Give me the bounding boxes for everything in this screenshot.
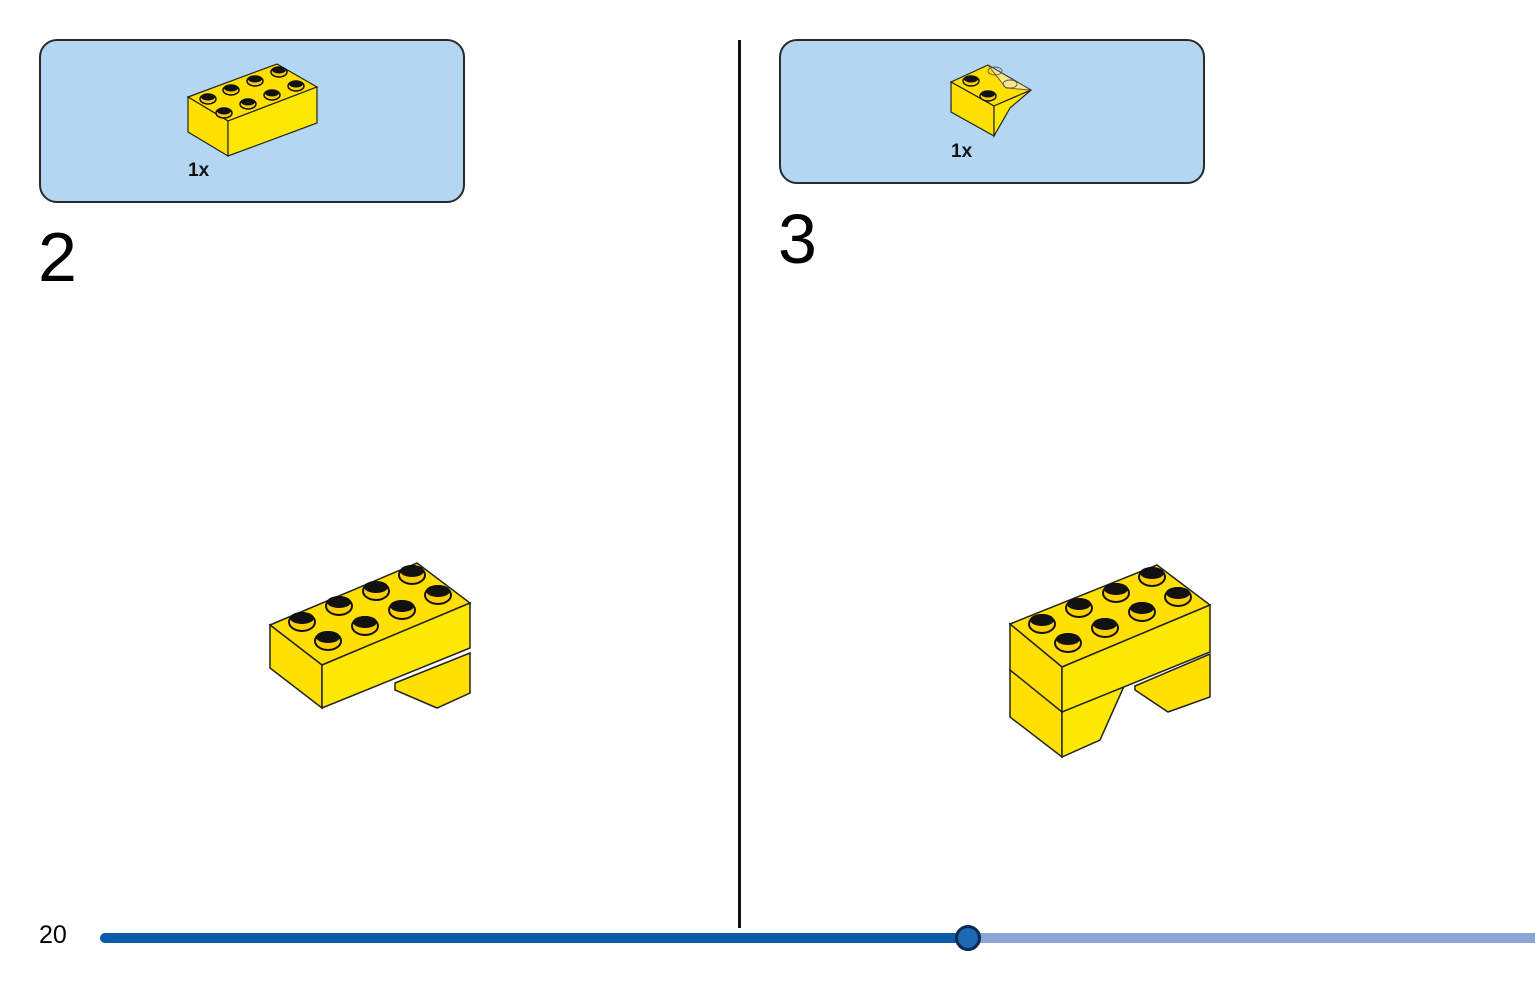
step-3-model-icon	[1008, 564, 1212, 759]
step-number-3: 3	[778, 200, 817, 278]
step-2-model-icon	[268, 562, 472, 710]
step-number-2: 2	[38, 218, 77, 296]
progress-handle[interactable]	[955, 925, 982, 951]
progress-fill	[100, 933, 969, 943]
page-divider	[738, 40, 741, 928]
slope-brick-yellow-icon	[949, 64, 1033, 139]
part-quantity-step-3: 1x	[951, 141, 973, 162]
part-quantity-step-2: 1x	[188, 160, 210, 181]
page-number: 20	[39, 921, 67, 949]
progress-bar[interactable]	[100, 925, 1535, 951]
brick-2x4-yellow-icon	[186, 63, 319, 158]
